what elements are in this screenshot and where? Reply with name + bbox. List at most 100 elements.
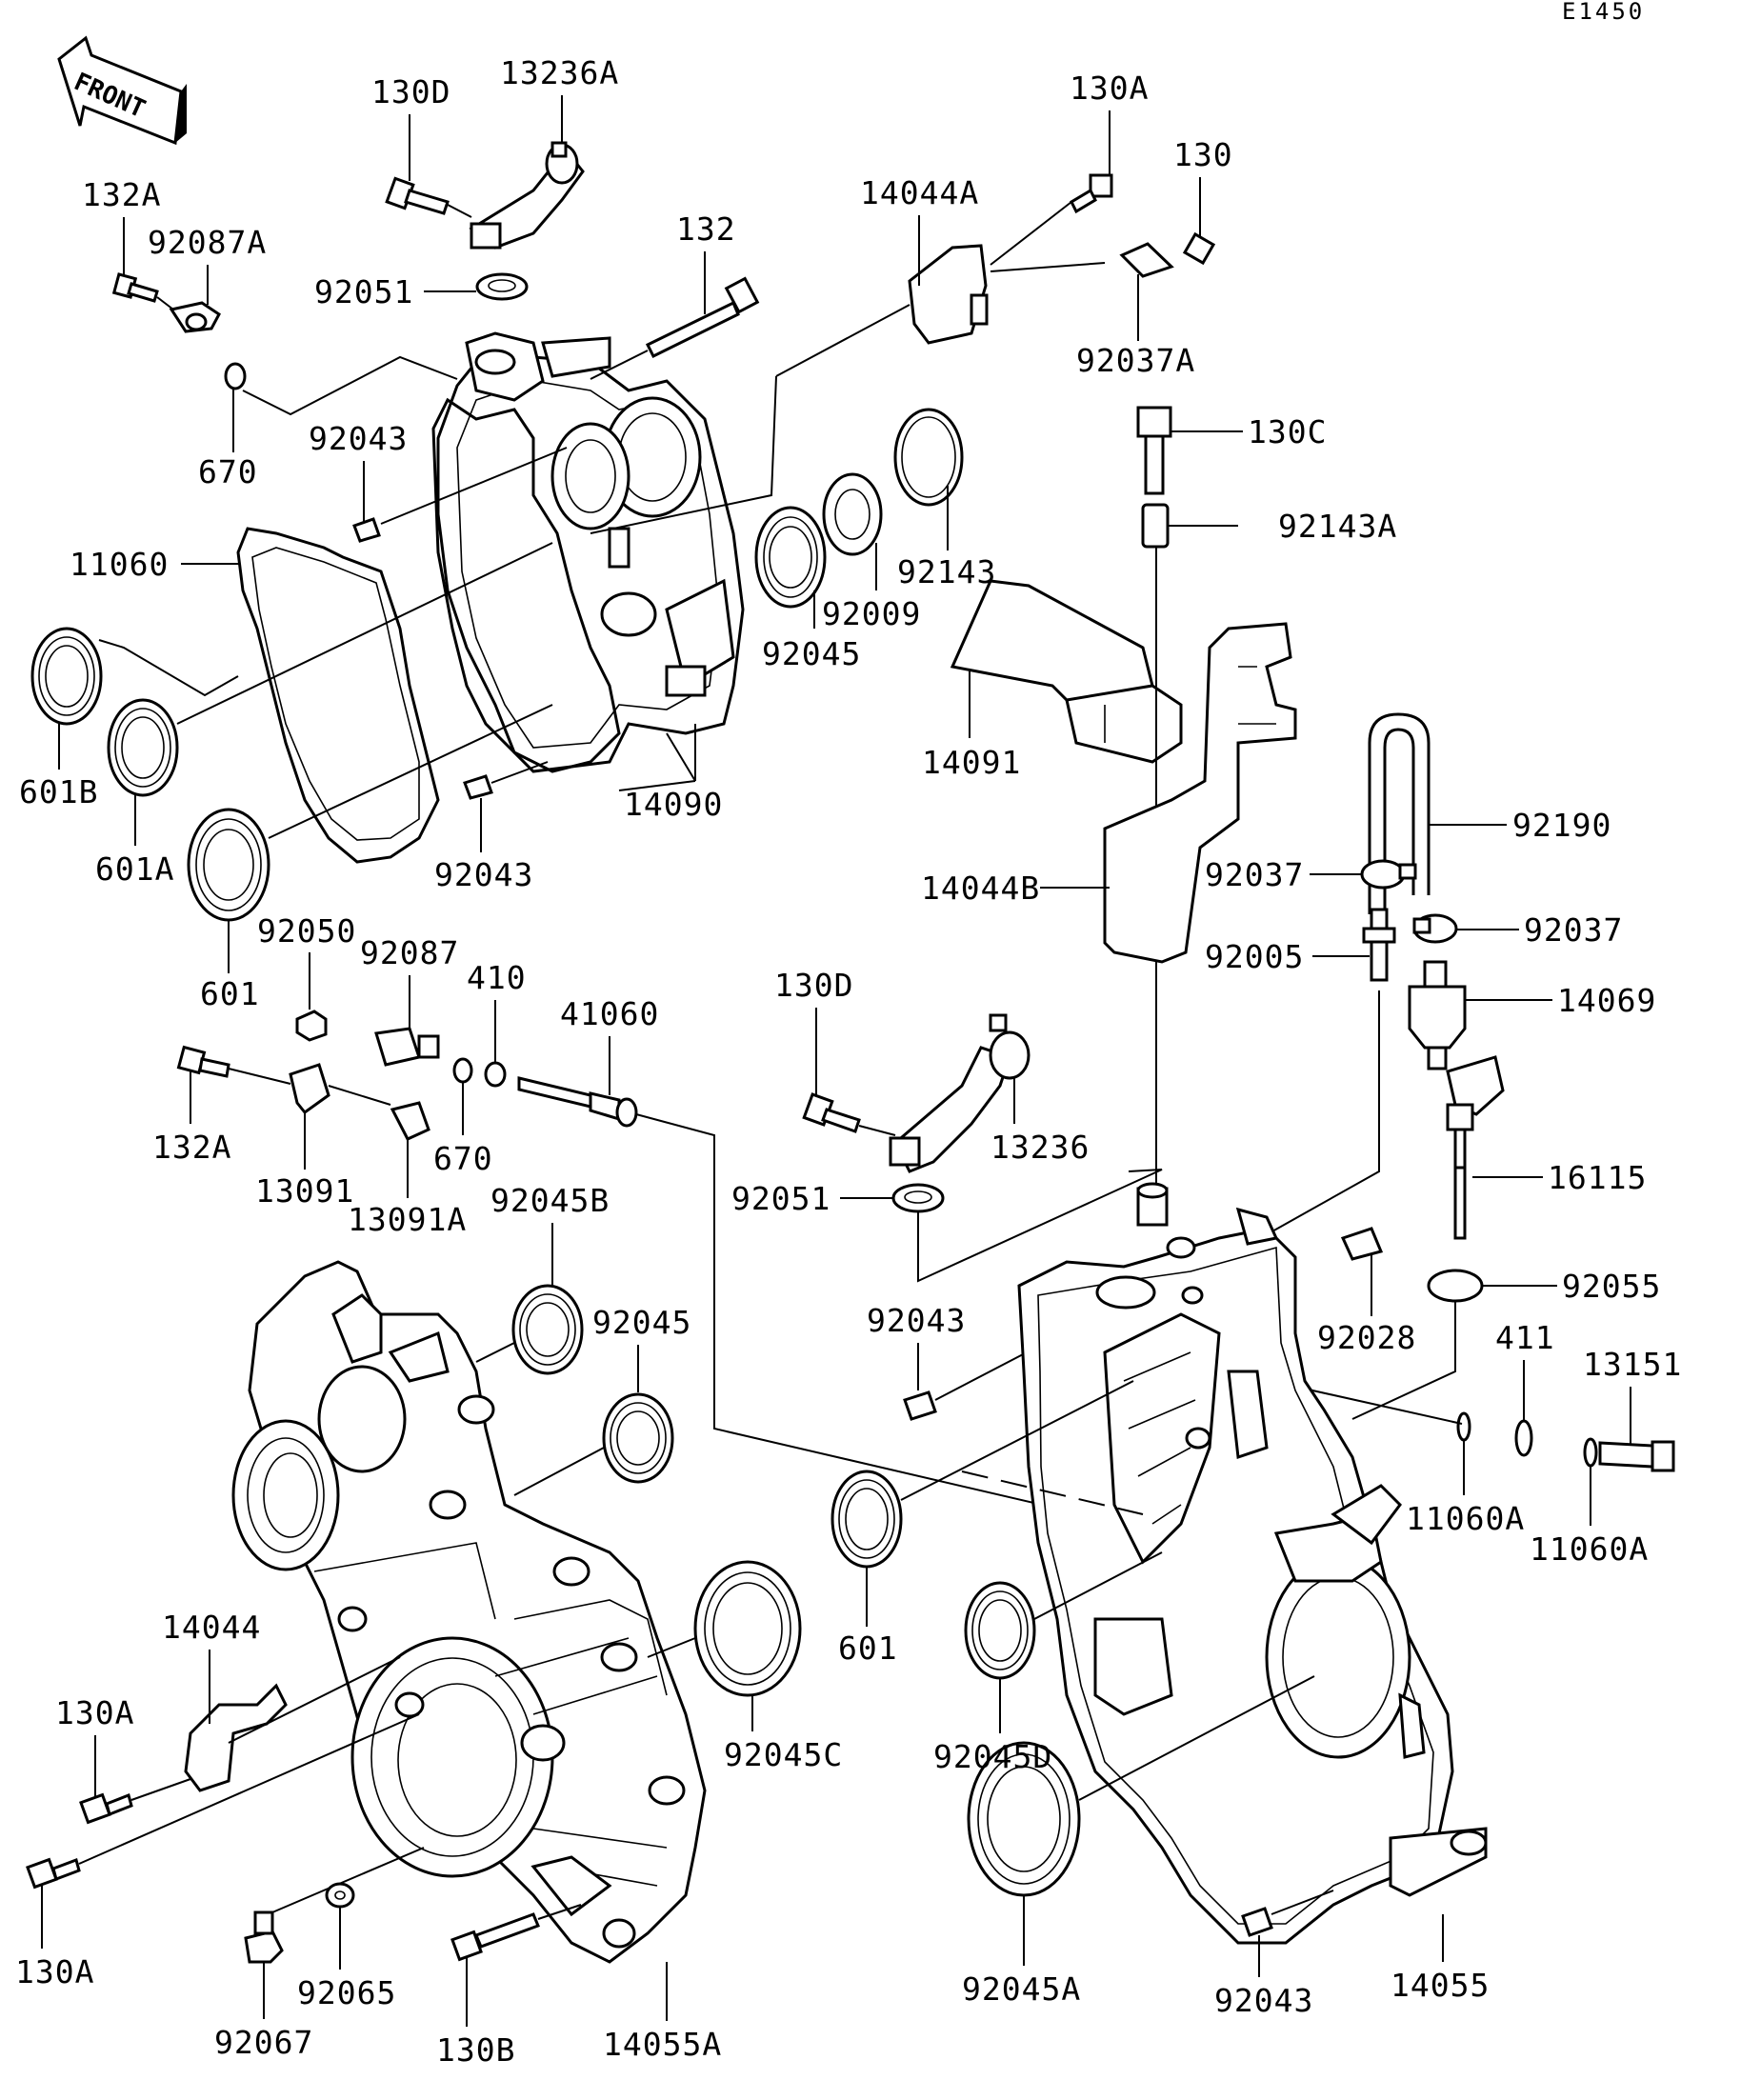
cover-14090 xyxy=(436,331,745,773)
label-130d-mid: 130D xyxy=(774,967,853,1004)
label-132: 132 xyxy=(676,210,736,248)
label-16115: 16115 xyxy=(1548,1159,1647,1196)
bearing-92045b xyxy=(511,1284,584,1375)
label-92065: 92065 xyxy=(297,1974,396,2011)
washer-11060a-b xyxy=(1583,1437,1598,1468)
label-411: 411 xyxy=(1495,1319,1555,1356)
collar-92143a xyxy=(1141,503,1170,549)
front-arrow-icon: FRONT xyxy=(57,35,187,146)
label-92043-d: 92043 xyxy=(1214,1982,1313,2019)
bolt-132a-mid xyxy=(176,1045,230,1078)
bolt-132a-top xyxy=(111,272,159,303)
clamp-92087a xyxy=(169,301,221,333)
label-130a-bot: 130A xyxy=(15,1953,94,1990)
label-92043-c: 92043 xyxy=(867,1302,966,1339)
bolt-130b xyxy=(450,1912,540,1962)
plug-13151 xyxy=(1598,1440,1675,1472)
label-132a-mid: 132A xyxy=(152,1129,231,1166)
oring-670-mid xyxy=(452,1057,473,1084)
label-132a-top: 132A xyxy=(82,176,161,213)
plate-13091a xyxy=(390,1101,430,1141)
fitting-92005 xyxy=(1362,908,1396,982)
dowel-92043-c xyxy=(903,1390,937,1421)
bearing-92045-top xyxy=(754,506,827,609)
label-92045-top: 92045 xyxy=(762,635,861,672)
label-92045-mid: 92045 xyxy=(592,1304,691,1341)
label-92043-a: 92043 xyxy=(309,420,408,457)
label-130d-top: 130D xyxy=(371,73,450,110)
hose-92190 xyxy=(1368,712,1431,914)
gasket-11060 xyxy=(236,527,440,864)
washer-410 xyxy=(484,1061,507,1088)
clip-92037a xyxy=(1119,242,1174,278)
shaft-41060 xyxy=(517,1076,638,1128)
dipstick-16115 xyxy=(1446,1055,1505,1240)
label-92190: 92190 xyxy=(1512,807,1611,844)
label-14069: 14069 xyxy=(1557,982,1656,1019)
dowel-92043-b xyxy=(463,774,493,800)
label-41060: 41060 xyxy=(560,995,659,1032)
arm-13236a xyxy=(469,141,585,250)
label-11060a-a: 11060A xyxy=(1406,1500,1525,1537)
label-130c: 130C xyxy=(1248,413,1327,450)
fitting-92087 xyxy=(374,1027,440,1067)
oring-670-top xyxy=(224,362,247,390)
nut-92009 xyxy=(822,472,883,556)
label-92045d: 92045D xyxy=(933,1738,1052,1775)
washer-92065 xyxy=(325,1882,355,1909)
label-92045a: 92045A xyxy=(962,1970,1081,2008)
clamp-92037-a xyxy=(1360,859,1417,890)
label-13151: 13151 xyxy=(1583,1346,1682,1383)
bearing-92045d xyxy=(964,1581,1036,1680)
bearing-92045-mid xyxy=(602,1392,674,1484)
bracket-14044a xyxy=(908,244,989,345)
bearing-92045c xyxy=(693,1560,802,1697)
oring-92055 xyxy=(1427,1269,1484,1303)
ring-92143 xyxy=(893,408,964,507)
label-130a-top: 130A xyxy=(1070,70,1149,107)
label-92043-b: 92043 xyxy=(434,856,533,893)
seal-92051-mid xyxy=(891,1183,945,1213)
collar-92028 xyxy=(1340,1227,1384,1261)
bracket-14044 xyxy=(184,1683,288,1792)
label-92037-a: 92037 xyxy=(1205,856,1304,893)
label-92143a: 92143A xyxy=(1278,508,1397,545)
label-13236: 13236 xyxy=(991,1129,1090,1166)
bracket-14044b xyxy=(1103,622,1297,964)
label-92050: 92050 xyxy=(257,912,356,950)
label-14090: 14090 xyxy=(624,786,723,823)
nut-92050 xyxy=(295,1010,328,1042)
label-130-top: 130 xyxy=(1173,136,1233,173)
label-13091: 13091 xyxy=(255,1172,354,1210)
seal-92051-top xyxy=(475,272,529,301)
case-14055 xyxy=(1017,1182,1488,1945)
label-14044a: 14044A xyxy=(860,174,979,211)
bolt-130c xyxy=(1136,406,1172,495)
label-11060a-b: 11060A xyxy=(1530,1530,1649,1568)
label-14055: 14055 xyxy=(1391,1967,1490,2004)
filter-14069 xyxy=(1408,960,1467,1070)
bolt-92067 xyxy=(244,1910,284,1964)
label-130b: 130B xyxy=(436,2031,515,2069)
washer-11060a-a xyxy=(1456,1411,1471,1442)
bearing-601a xyxy=(107,698,179,797)
label-14044b: 14044B xyxy=(921,870,1040,907)
label-92143: 92143 xyxy=(897,553,996,590)
label-92037a: 92037A xyxy=(1076,342,1195,379)
plate-14091 xyxy=(950,579,1183,764)
label-92009: 92009 xyxy=(822,595,921,632)
label-14091: 14091 xyxy=(922,744,1021,781)
label-11060: 11060 xyxy=(70,546,169,583)
bolt-130d-mid xyxy=(802,1092,861,1133)
label-92087: 92087 xyxy=(360,934,459,971)
washer-411 xyxy=(1514,1419,1533,1457)
case-14055a xyxy=(231,1260,707,1964)
bolt-132 xyxy=(645,276,760,359)
dowel-92043-d xyxy=(1241,1907,1273,1937)
label-92051-mid: 92051 xyxy=(731,1180,830,1217)
diagram-code: E1450 xyxy=(1562,0,1645,25)
label-601-top: 601 xyxy=(200,975,260,1012)
label-601a: 601A xyxy=(95,850,174,888)
